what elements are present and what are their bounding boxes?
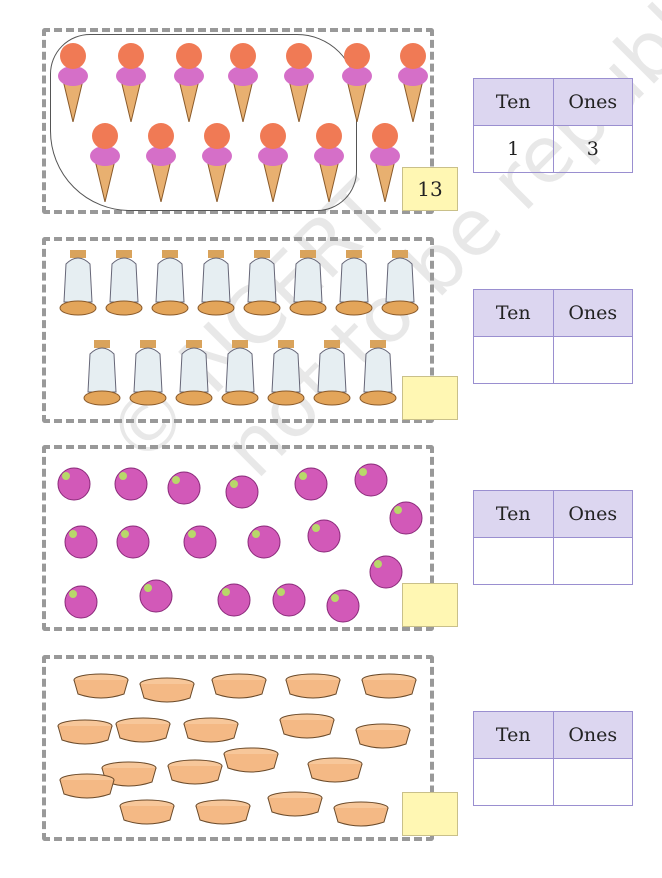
answer-box[interactable] — [402, 376, 458, 420]
onion-icon — [224, 470, 260, 514]
onion-icon — [368, 550, 404, 594]
lantern-icon — [220, 340, 260, 416]
ice-cream-panel — [42, 28, 434, 214]
bowl-icon — [56, 718, 114, 752]
lantern-icon — [104, 250, 144, 326]
lantern-icon — [150, 250, 190, 326]
onion-icon — [246, 520, 282, 564]
onion-icon — [182, 520, 218, 564]
bowl-icon — [118, 798, 176, 832]
bowl-icon — [266, 790, 324, 824]
bowl-icon — [114, 716, 172, 750]
bowl-panel — [42, 655, 434, 841]
lantern-icon — [312, 340, 352, 416]
ice-cream-icon — [396, 42, 430, 126]
bowl-icon — [354, 722, 412, 756]
bowl-icon — [194, 798, 252, 832]
onion-icon — [138, 574, 174, 618]
ones-header: Ones — [552, 289, 633, 337]
bowl-icon — [182, 716, 240, 750]
ice-cream-icon — [340, 42, 374, 126]
onion-icon — [166, 466, 202, 510]
ice-cream-icon — [114, 42, 148, 126]
onion-panel — [42, 445, 434, 631]
ice-cream-icon — [226, 42, 260, 126]
onion-icon — [306, 514, 342, 558]
lantern-panel — [42, 237, 434, 423]
ten-cell[interactable]: 1 — [473, 125, 554, 173]
onion-icon — [216, 578, 252, 622]
ice-cream-icon — [144, 122, 178, 206]
lantern-icon — [334, 250, 374, 326]
bowl-icon — [222, 746, 280, 780]
ice-cream-icon — [88, 122, 122, 206]
group-of-ten-loop — [50, 34, 357, 211]
ten-cell[interactable] — [473, 537, 554, 585]
bowl-icon — [278, 712, 336, 746]
lantern-icon — [380, 250, 420, 326]
bowl-icon — [360, 672, 418, 706]
onion-icon — [271, 578, 307, 622]
bowl-icon — [100, 760, 158, 794]
ten-header: Ten — [473, 490, 554, 538]
ones-header: Ones — [552, 711, 633, 759]
onion-icon — [113, 462, 149, 506]
bowl-icon — [306, 756, 364, 790]
ones-cell[interactable] — [552, 537, 633, 585]
ones-cell[interactable] — [552, 336, 633, 384]
ice-cream-icon — [256, 122, 290, 206]
ten-header: Ten — [473, 711, 554, 759]
ones-cell[interactable] — [552, 758, 633, 806]
answer-box[interactable] — [402, 583, 458, 627]
answer-box[interactable] — [402, 792, 458, 836]
bowl-icon — [58, 772, 116, 806]
ice-cream-icon — [56, 42, 90, 126]
lantern-icon — [196, 250, 236, 326]
ice-cream-icon — [368, 122, 402, 206]
lantern-icon — [266, 340, 306, 416]
ten-cell[interactable] — [473, 336, 554, 384]
answer-box[interactable]: 13 — [402, 167, 458, 211]
onion-icon — [115, 520, 151, 564]
bowl-icon — [138, 676, 196, 710]
lantern-icon — [58, 250, 98, 326]
bowl-icon — [166, 758, 224, 792]
lantern-icon — [358, 340, 398, 416]
ten-header: Ten — [473, 78, 554, 126]
onion-icon — [353, 458, 389, 502]
onion-icon — [325, 584, 361, 628]
ice-cream-icon — [172, 42, 206, 126]
ten-cell[interactable] — [473, 758, 554, 806]
ice-cream-icon — [282, 42, 316, 126]
lantern-icon — [128, 340, 168, 416]
ones-header: Ones — [552, 78, 633, 126]
lantern-icon — [174, 340, 214, 416]
onion-icon — [388, 496, 424, 540]
lantern-icon — [242, 250, 282, 326]
bowl-icon — [72, 672, 130, 706]
ice-cream-icon — [312, 122, 346, 206]
bowl-icon — [284, 672, 342, 706]
lantern-icon — [82, 340, 122, 416]
onion-icon — [293, 462, 329, 506]
bowl-icon — [332, 800, 390, 834]
ten-header: Ten — [473, 289, 554, 337]
onion-icon — [63, 580, 99, 624]
ones-header: Ones — [552, 490, 633, 538]
ice-cream-icon — [200, 122, 234, 206]
onion-icon — [63, 520, 99, 564]
bowl-icon — [210, 672, 268, 706]
onion-icon — [56, 462, 92, 506]
lantern-icon — [288, 250, 328, 326]
ones-cell[interactable]: 3 — [552, 125, 633, 173]
